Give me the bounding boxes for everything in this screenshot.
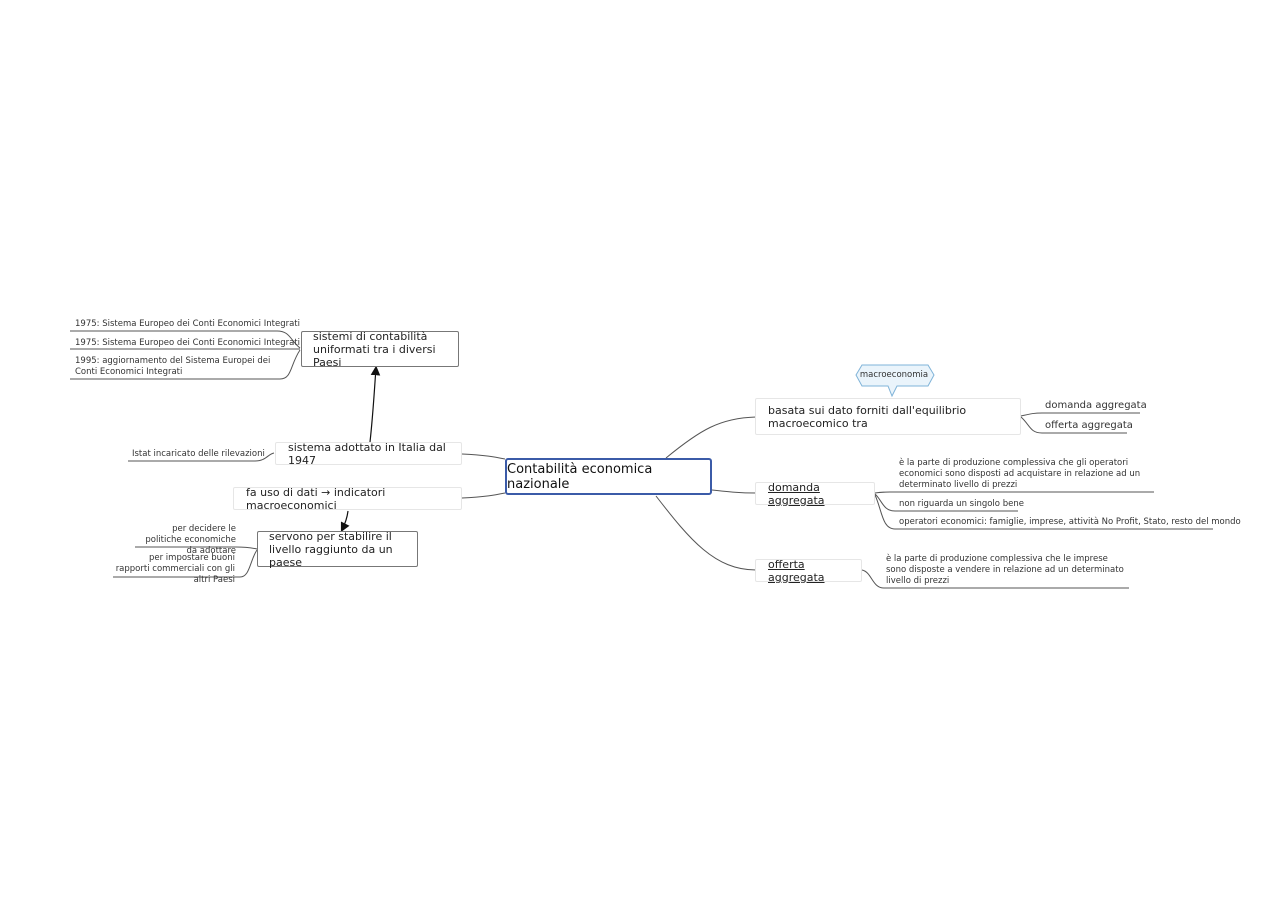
topic-offerta-label: offerta aggregata [768,557,825,584]
detail-line-sistemi-3 [70,349,301,380]
arrow-to-sistemi [369,365,381,443]
topic-fa-uso-dati[interactable]: fa uso di dati → indicatori macroeconomi… [233,485,462,512]
topic-domanda-label: domanda aggregata [768,480,825,507]
topic-sistemi-contabilita[interactable]: sistemi di contabilità uniformati tra i … [301,329,459,369]
topic-servono-label: servono per stabilire il livello raggiun… [269,529,393,569]
branch-line-offerta [655,495,757,571]
detail-sistemi-1975-a: 1975: Sistema Europeo dei Conti Economic… [75,319,300,329]
detail-line-domanda-3 [874,494,1213,530]
detail-basata-domanda: domanda aggregata [1045,400,1147,411]
detail-basata-offerta: offerta aggregata [1045,420,1133,431]
topic-fa-uso-label: fa uso di dati → indicatori macroeconomi… [246,485,386,512]
detail-line-offerta [861,569,1129,589]
callout-shape [855,364,935,398]
topic-basata[interactable]: basata sui dato forniti dall'equilibrio … [755,398,1021,435]
detail-sistemi-1995: 1995: aggiornamento del Sistema Europei … [75,356,271,377]
detail-istat: Istat incaricato delle rilevazioni [132,449,265,459]
topic-sistema-italia[interactable]: sistema adottato in Italia dal 1947 [275,440,462,467]
arrow-to-servono [340,510,350,533]
central-topic-title: Contabilità economica nazionale [507,461,653,492]
branch-line-domanda [711,489,757,494]
detail-sistemi-1975-b: 1975: Sistema Europeo dei Conti Economic… [75,338,300,348]
detail-servono-politiche: per decidere le politiche economiche da … [145,524,236,556]
callout-macroeconomia[interactable]: macroeconomia [859,370,929,380]
topic-basata-label: basata sui dato forniti dall'equilibrio … [768,403,967,430]
branch-line-sistema-italia [461,453,506,460]
topic-domanda-aggregata[interactable]: domanda aggregata [755,480,875,507]
detail-line-servono-1 [135,546,258,550]
branch-line-fa-uso [461,492,506,499]
detail-line-basata-1 [1020,412,1140,417]
topic-sistema-italia-label: sistema adottato in Italia dal 1947 [288,440,446,467]
detail-line-sistemi-1 [70,330,301,349]
detail-line-domanda-1 [874,491,1154,494]
detail-servono-rapporti: per impostare buoni rapporti commerciali… [115,553,235,585]
topic-servono[interactable]: servono per stabilire il livello raggiun… [257,529,418,569]
detail-line-istat [128,452,275,462]
detail-domanda-definizione: è la parte di produzione complessiva che… [899,458,1141,490]
detail-line-domanda-2 [874,493,1018,512]
detail-line-basata-2 [1020,416,1127,434]
central-topic[interactable]: Contabilità economica nazionale [505,458,712,495]
detail-offerta-definizione: è la parte di produzione complessiva che… [886,554,1124,586]
detail-line-servono-2 [113,549,258,578]
topic-offerta-aggregata[interactable]: offerta aggregata [755,557,862,584]
detail-domanda-singolo-bene: non riguarda un singolo bene [899,499,1024,509]
detail-domanda-operatori: operatori economici: famiglie, imprese, … [899,517,1241,527]
branch-line-basata [665,416,757,459]
topic-sistemi-label: sistemi di contabilità uniformati tra i … [313,329,436,369]
